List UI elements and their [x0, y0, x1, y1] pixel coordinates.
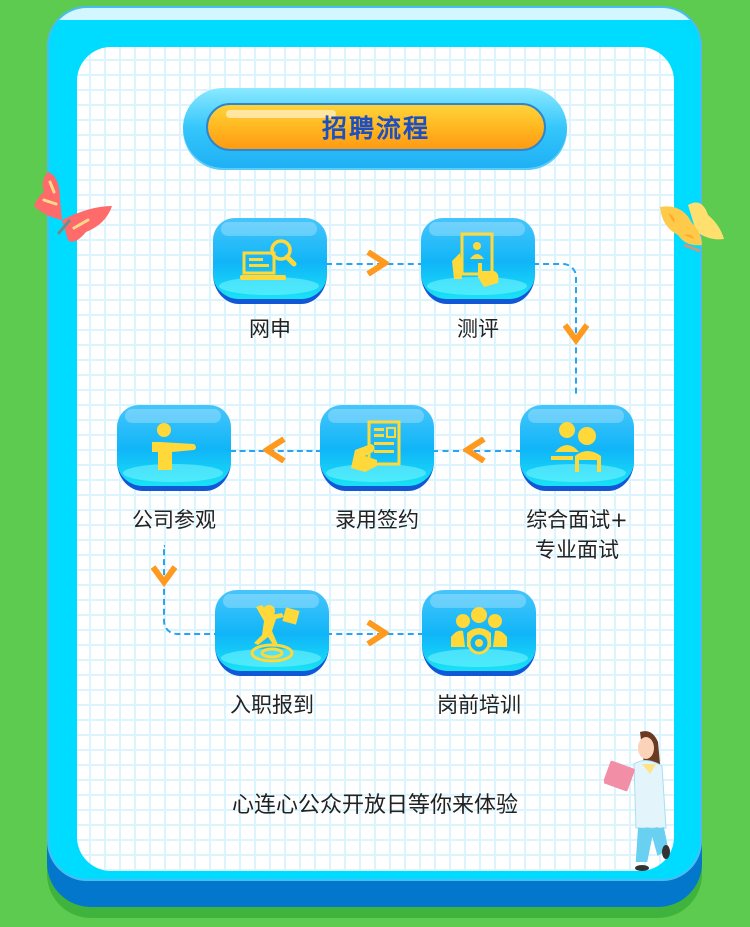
step-label: 入职报到 [230, 693, 314, 717]
tablet-touch-icon [452, 232, 499, 287]
title-pill: 招聘流程 [206, 103, 546, 151]
step-online-apply: 网申 [213, 218, 327, 341]
page-title: 招聘流程 [321, 114, 430, 143]
step-label: 综合面试+ 专业面试 [507, 505, 647, 565]
step-label: 网申 [249, 317, 291, 341]
document-hand-icon [351, 420, 401, 472]
frame-gloss [49, 8, 700, 20]
connector-line [326, 263, 424, 265]
doctor-illustration [604, 731, 670, 871]
step-onboarding: 入职报到 [215, 590, 329, 717]
chevron-left-icon [463, 437, 486, 463]
footer-slogan: 心连心公众开放日等你来体验 [231, 793, 518, 818]
pointing-person-icon [152, 423, 196, 470]
step-tile [421, 218, 535, 304]
chevron-down-icon [151, 565, 177, 588]
step-label: 测评 [457, 317, 499, 341]
chevron-right-icon [366, 250, 389, 276]
step-tile [520, 405, 634, 491]
team-target-icon [451, 607, 507, 655]
red-butterfly-icon [34, 172, 112, 242]
step-label: 公司参观 [132, 508, 216, 532]
step-training: 岗前培训 [422, 590, 536, 717]
connector-line [432, 450, 522, 452]
step-tile [117, 405, 231, 491]
step-tile [320, 405, 434, 491]
connector-line [230, 450, 322, 452]
connector-line [163, 545, 217, 635]
step-company-visit: 公司参观 [117, 405, 231, 532]
step-label: 岗前培训 [437, 693, 521, 717]
step-interview: 综合面试+ 专业面试 [520, 405, 634, 562]
step-label-line: 综合面试+ [526, 508, 628, 532]
step-assessment: 测评 [421, 218, 535, 341]
chevron-left-icon [263, 437, 286, 463]
chevron-right-icon [366, 620, 389, 646]
interview-icon [551, 422, 601, 472]
step-tile [215, 590, 329, 676]
chevron-down-icon [563, 323, 589, 346]
yellow-butterfly-icon [660, 202, 724, 253]
step-label: 录用签约 [335, 508, 419, 532]
jumping-person-icon [250, 605, 300, 663]
laptop-search-icon [240, 239, 297, 280]
connector-line [326, 633, 424, 635]
step-tile [422, 590, 536, 676]
step-label-line: 专业面试 [535, 538, 619, 562]
step-tile [213, 218, 327, 304]
connector-line [533, 263, 577, 395]
step-offer-sign: 录用签约 [320, 405, 434, 532]
